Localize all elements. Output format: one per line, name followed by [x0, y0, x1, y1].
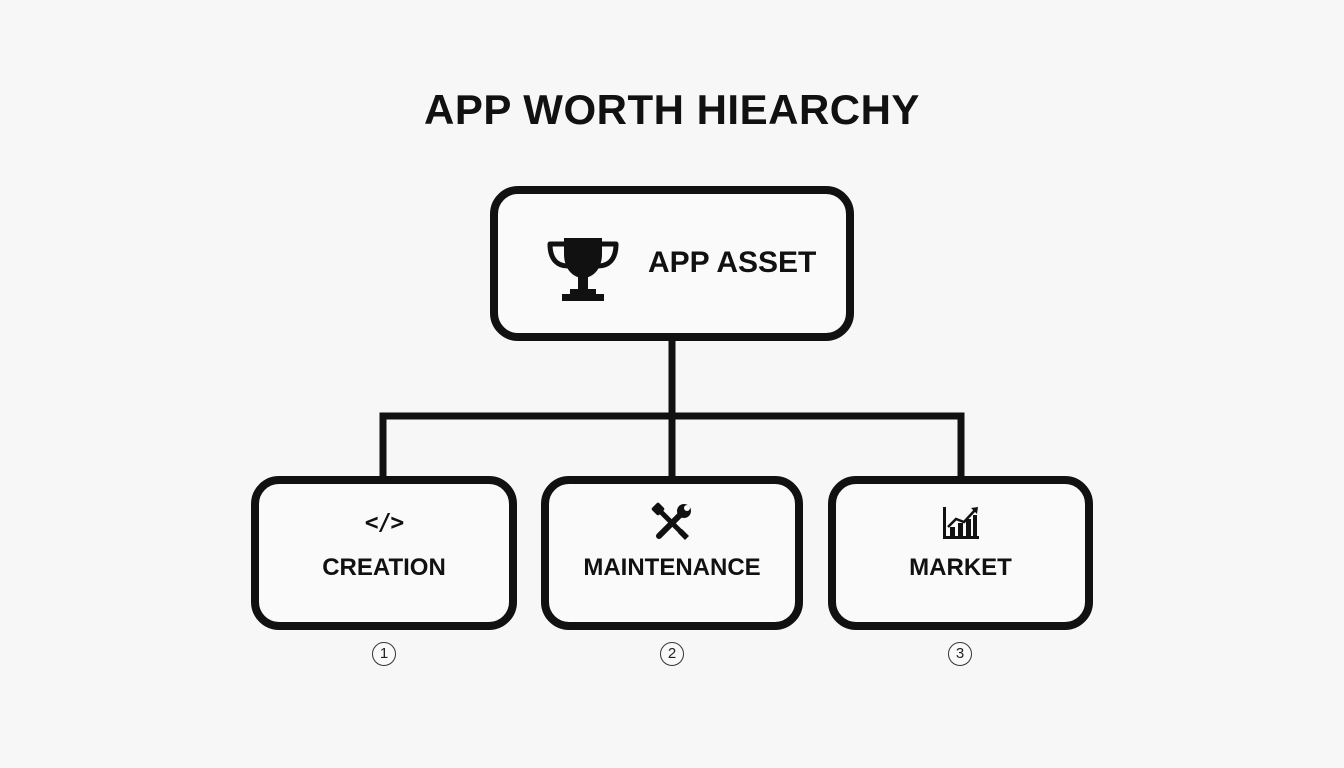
child-node-label-maintenance: MAINTENANCE: [583, 554, 761, 581]
code-icon: </>: [364, 510, 405, 536]
step-number-badge-2: 2: [660, 642, 684, 666]
root-node-app-asset: APP ASSET: [490, 186, 854, 341]
step-number-badge-1: 1: [372, 642, 396, 666]
child-node-label-market: MARKET: [909, 554, 1012, 581]
trophy-icon: [547, 238, 619, 301]
chart-growth-icon: [940, 501, 982, 545]
child-node-creation: </> CREATION: [251, 476, 517, 630]
step-number-badge-3: 3: [948, 642, 972, 666]
wrench-screwdriver-icon: [651, 501, 693, 545]
child-node-market: MARKET: [828, 476, 1093, 630]
child-node-label-creation: CREATION: [322, 554, 446, 581]
root-node-label: APP ASSET: [648, 246, 817, 279]
child-node-maintenance: MAINTENANCE: [541, 476, 803, 630]
diagram-title: APP WORTH HIEARCHY: [424, 86, 920, 133]
